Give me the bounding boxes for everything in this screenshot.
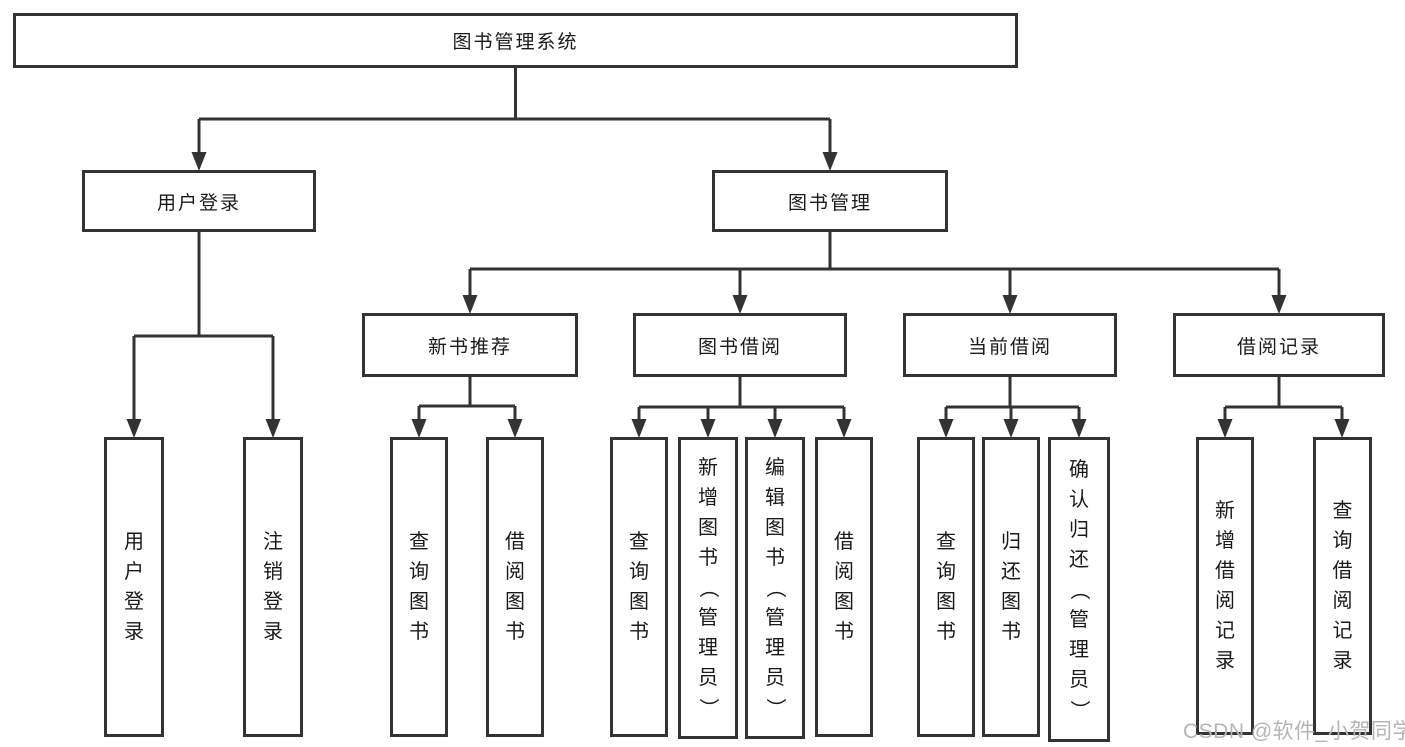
- connector-book-management-children: [462, 232, 1287, 314]
- leaf-label: 查询图书: [936, 531, 956, 643]
- leaf-current-query: 查询图书: [917, 437, 975, 737]
- leaf-newbook-query: 查询图书: [390, 437, 448, 737]
- connector-root-to-level2: [191, 68, 838, 171]
- connector-new-book-children: [411, 377, 523, 438]
- connector-current-borrow-children: [938, 377, 1087, 438]
- leaf-current-return: 归还图书: [982, 437, 1040, 737]
- node-book-borrow: 图书借阅: [633, 313, 847, 377]
- leaf-label: 查询图书: [629, 531, 649, 643]
- leaf-records-add: 新增借阅记录: [1196, 437, 1254, 735]
- leaf-user-login: 用户登录: [104, 437, 164, 737]
- leaf-label: 借阅图书: [505, 531, 525, 643]
- node-label: 用户登录: [156, 192, 241, 214]
- leaf-label: 用户登录: [124, 531, 144, 643]
- leaf-borrow-borrow: 借阅图书: [815, 437, 873, 737]
- node-label: 新书推荐: [427, 336, 512, 358]
- leaf-current-confirm-admin: 确认归还（管理员）: [1048, 437, 1110, 742]
- watermark: CSDN @软件_小贺同学: [1183, 720, 1405, 743]
- connector-user-login-children: [126, 232, 281, 438]
- node-label: 图书管理系统: [452, 32, 579, 53]
- node-user-login: 用户登录: [82, 170, 316, 232]
- leaf-label: 注销登录: [263, 531, 283, 643]
- node-label: 借阅记录: [1236, 336, 1321, 358]
- leaf-label: 编辑图书（管理员）: [764, 457, 786, 718]
- node-book-management: 图书管理: [712, 170, 948, 232]
- node-new-book-recommend: 新书推荐: [362, 313, 578, 377]
- leaf-label: 归还图书: [1001, 531, 1021, 643]
- leaf-borrow-query: 查询图书: [610, 437, 668, 737]
- node-current-borrow: 当前借阅: [903, 313, 1117, 377]
- leaf-label: 新增图书（管理员）: [697, 457, 719, 718]
- node-system-root: 图书管理系统: [13, 13, 1018, 68]
- leaf-label: 查询图书: [409, 531, 429, 643]
- node-borrow-records: 借阅记录: [1173, 313, 1385, 377]
- leaf-records-query: 查询借阅记录: [1313, 437, 1372, 735]
- leaf-label: 确认归还（管理员）: [1068, 458, 1090, 720]
- connector-borrow-records-children: [1217, 377, 1350, 438]
- leaf-borrow-add-admin: 新增图书（管理员）: [678, 437, 738, 739]
- node-label: 图书管理: [787, 192, 872, 214]
- leaf-label: 借阅图书: [834, 531, 854, 643]
- node-label: 当前借阅: [967, 336, 1052, 358]
- connector-book-borrow-children: [631, 377, 852, 438]
- node-label: 图书借阅: [697, 336, 782, 358]
- leaf-logout: 注销登录: [243, 437, 303, 737]
- leaf-borrow-edit-admin: 编辑图书（管理员）: [745, 437, 805, 739]
- leaf-label: 查询借阅记录: [1332, 500, 1353, 672]
- leaf-label: 新增借阅记录: [1215, 500, 1235, 672]
- leaf-newbook-borrow: 借阅图书: [486, 437, 544, 737]
